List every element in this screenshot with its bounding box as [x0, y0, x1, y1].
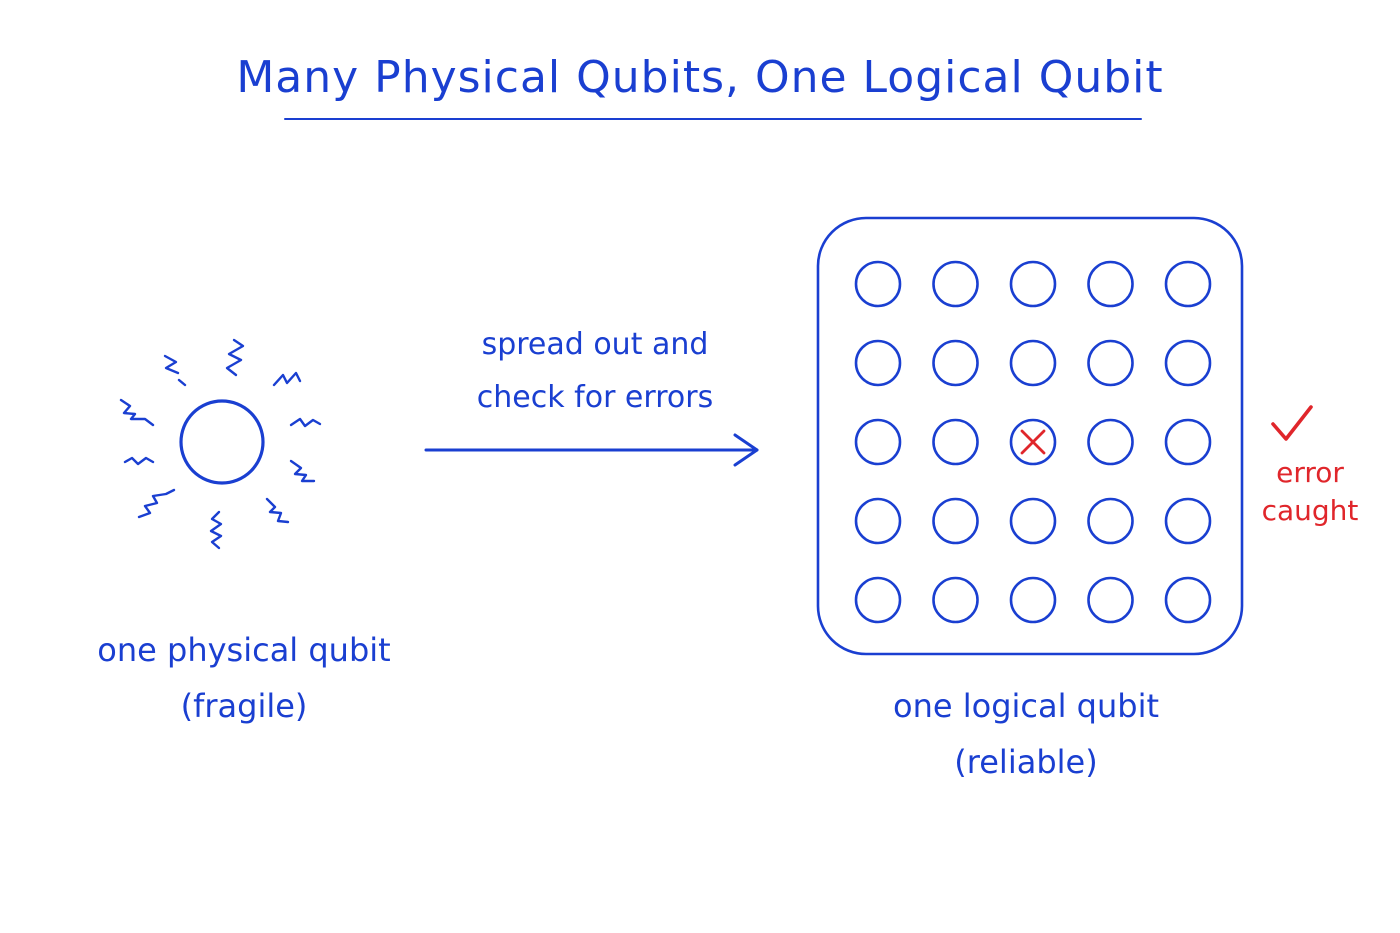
- x-mark-icon: [1020, 429, 1046, 455]
- logical-qubit-caption: one logical qubit (reliable): [866, 678, 1186, 790]
- grid-qubit-circle: [1164, 576, 1212, 624]
- logical-qubit: [816, 216, 1244, 656]
- grid-qubit-circle: [932, 418, 979, 466]
- logical-caption-line2: (reliable): [954, 743, 1098, 781]
- logical-qubit-frame: [816, 216, 1244, 656]
- physical-qubit: [179, 399, 265, 485]
- noise-squiggle-icon: [289, 459, 316, 483]
- grid-qubit-circle: [932, 576, 979, 624]
- grid-qubit-circle: [932, 260, 979, 308]
- grid-qubit-circle: [854, 418, 902, 466]
- grid-qubit-circle: [854, 497, 902, 545]
- grid-qubit-circle: [932, 497, 979, 545]
- grid-qubit-circle: [1164, 260, 1212, 308]
- grid-qubit-circle: [1164, 418, 1212, 466]
- noise-squiggle-icon: [272, 371, 302, 387]
- noise-squiggle-icon: [123, 456, 155, 466]
- arrow-caption-line1: spread out and: [481, 327, 709, 362]
- grid-qubit-circle: [1087, 260, 1134, 308]
- grid-qubit-circle: [1009, 418, 1057, 466]
- arrow-caption: spread out and check for errors: [450, 318, 740, 424]
- grid-qubit-circle: [854, 576, 902, 624]
- grid-qubit-circle: [1087, 418, 1134, 466]
- grid-qubit-circle: [1164, 339, 1212, 387]
- error-note-line1: error: [1276, 456, 1344, 489]
- physical-qubit-caption: one physical qubit (fragile): [84, 622, 404, 734]
- grid-qubit-circle: [854, 339, 902, 387]
- physical-qubit-grid: [854, 260, 1212, 624]
- noise-squiggle-icon: [137, 488, 176, 519]
- diagram-title: Many Physical Qubits, One Logical Qubit: [236, 52, 1164, 103]
- grid-qubit-circle: [1009, 260, 1057, 308]
- noise-squiggle-icon: [289, 417, 322, 428]
- qubit-circle-icon: [179, 399, 265, 485]
- title-underline: [284, 118, 1142, 120]
- grid-qubit-circle: [854, 260, 902, 308]
- grid-qubit-circle: [1087, 339, 1134, 387]
- grid-qubit-circle: [1164, 497, 1212, 545]
- physical-caption-line2: (fragile): [180, 687, 308, 725]
- grid-qubit-circle: [932, 339, 979, 387]
- noise-squiggle-icon: [225, 338, 245, 377]
- noise-squiggles: [119, 338, 322, 550]
- right-arrow-icon: [424, 433, 759, 467]
- noise-squiggle-icon: [163, 354, 180, 375]
- checkmark-icon: [1271, 405, 1313, 441]
- grid-qubit-circle: [1009, 497, 1057, 545]
- grid-qubit-circle: [1009, 339, 1057, 387]
- noise-squiggle-icon: [119, 398, 155, 427]
- grid-qubit-circle: [1087, 576, 1134, 624]
- noise-squiggle-icon: [177, 378, 187, 387]
- arrow-caption-line2: check for errors: [476, 380, 714, 415]
- logical-caption-line1: one logical qubit: [893, 687, 1159, 725]
- error-caught-note: error caught: [1250, 454, 1370, 530]
- grid-qubit-circle: [1009, 576, 1057, 624]
- error-note-line2: caught: [1261, 494, 1359, 527]
- grid-qubit-circle: [1087, 497, 1134, 545]
- noise-squiggle-icon: [209, 510, 223, 550]
- noise-squiggle-icon: [265, 497, 290, 524]
- physical-caption-line1: one physical qubit: [97, 631, 391, 669]
